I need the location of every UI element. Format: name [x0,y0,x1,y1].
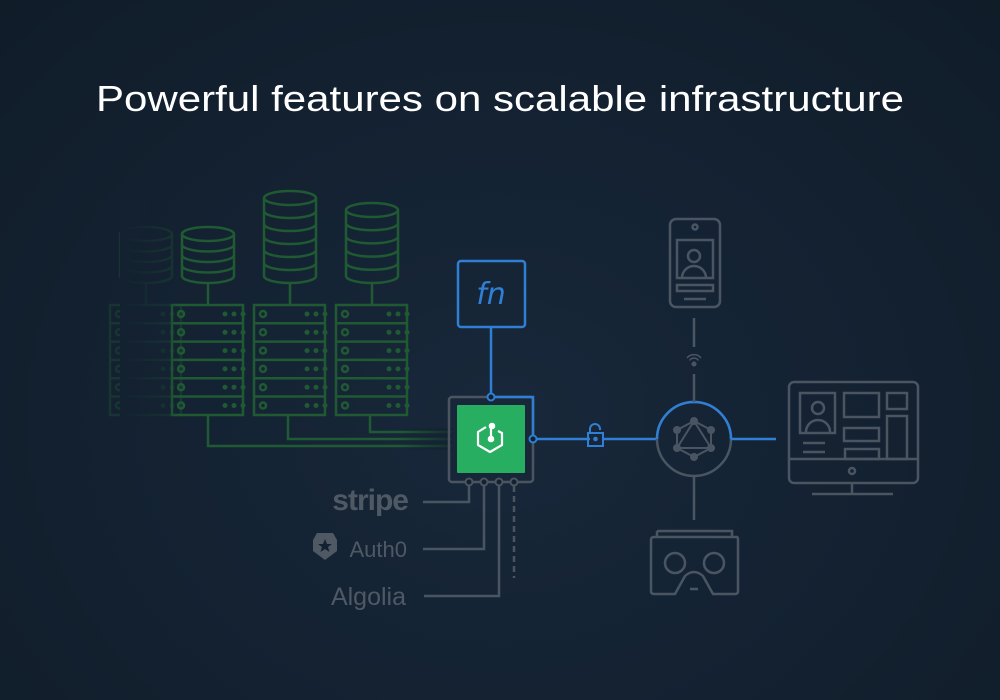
wifi-icon [686,353,702,367]
phone-icon[interactable] [668,217,722,309]
graphql-hub[interactable] [655,400,733,478]
stripe-logo: stripe [332,484,408,517]
database-icon [262,189,318,305]
server-connections [206,415,452,450]
core-service[interactable] [447,395,535,484]
server-rack-icon [334,303,410,417]
function-icon: fn [476,277,506,312]
lock-icon [587,423,604,447]
database-icon [180,225,236,305]
desktop-icon[interactable] [787,380,920,496]
database-icon [344,201,400,305]
graphql-icon [673,417,715,461]
page-title: Powerful features on scalable infrastruc… [96,78,904,119]
auth0-shield-icon [313,533,337,560]
server-rack-icon [252,303,328,417]
fade-overlay [120,200,180,430]
vr-headset-icon[interactable] [649,529,740,596]
integration-connections [423,477,519,598]
function-box[interactable]: fn [456,259,527,329]
algolia-logo: Algolia [331,583,406,611]
server-rack-icon [170,303,246,417]
auth0-logo: Auth0 [350,537,408,562]
graphcool-logo-icon [476,422,504,454]
